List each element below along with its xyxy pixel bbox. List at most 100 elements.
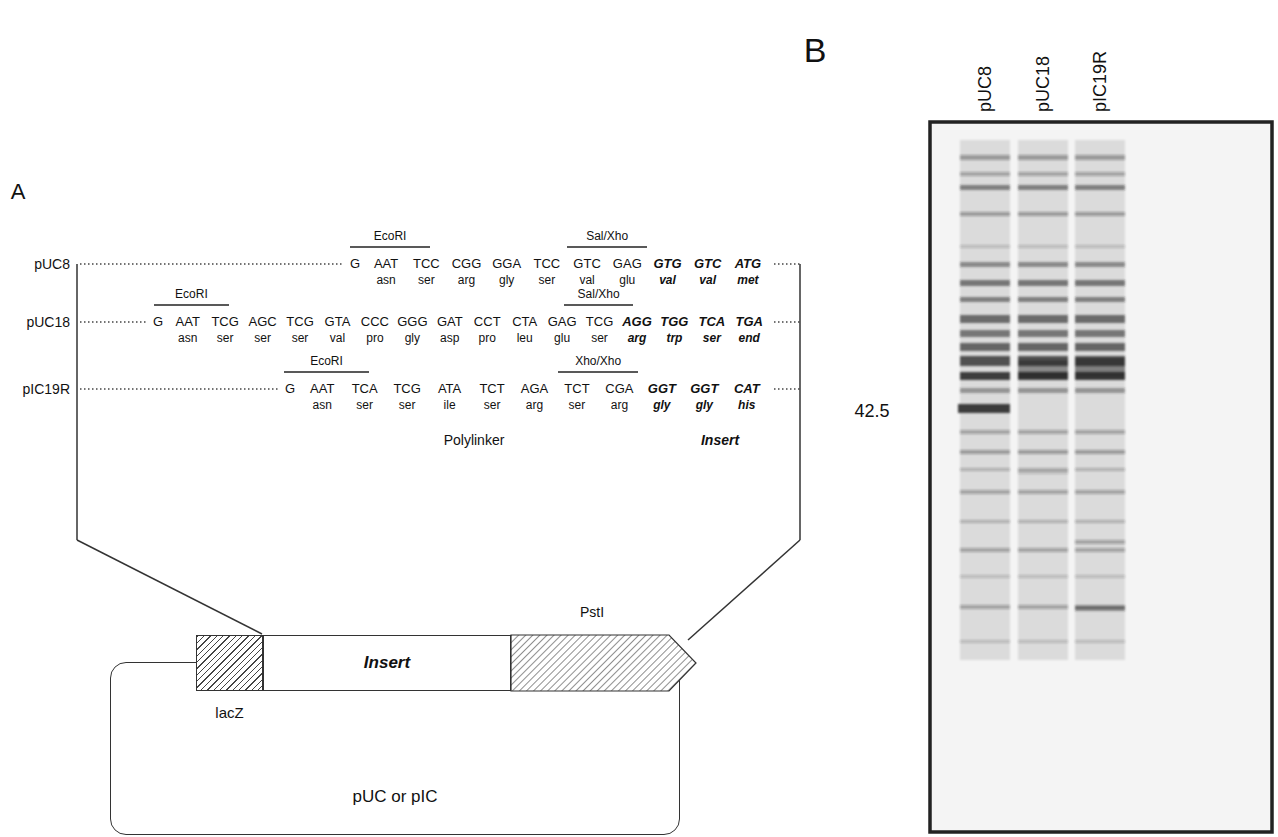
amino-acid: val [699,273,716,287]
leader-line [688,540,800,640]
codon: GTG [653,256,681,272]
codon: GAT [437,314,463,330]
codon: GGG [397,314,427,330]
amino-acid: gly [653,398,670,412]
site-bar [567,246,647,247]
codon: CCT [474,314,501,330]
codon: TCC [534,256,561,272]
restriction-site: EcoRI [175,287,208,301]
codon: AAT [176,314,200,330]
restriction-site: Sal/Xho [586,229,628,243]
gel-band [1075,140,1125,660]
amino-acid: ser [217,331,234,345]
amino-acid: ser [292,331,309,345]
amino-acid: ser [569,398,586,412]
codon: TCT [564,381,589,397]
amino-acid: ser [703,331,721,345]
codon: GAG [548,314,577,330]
codon: GTA [325,314,351,330]
gel-band [960,140,1010,660]
amino-acid: pro [366,331,383,345]
amino-acid: ser [254,331,271,345]
site-bar [350,246,430,247]
amino-acid: arg [628,331,647,345]
node-text: Insert [364,653,410,673]
insert-segment: Insert [263,635,511,691]
gel-band [1075,358,1125,378]
region-label: Insert [701,432,739,449]
codon: TCG [586,314,613,330]
codon: ATG [735,256,761,272]
leader-line [76,264,78,540]
dotted-line [774,263,800,265]
gel-band [1018,360,1068,378]
amino-acid: met [737,273,758,287]
panel-letter: B [804,30,827,71]
leader-line [799,264,801,540]
amino-acid: val [659,273,676,287]
gel-image [930,122,1272,832]
amino-acid: gly [696,398,713,412]
codon: G [285,381,295,397]
codon: ATA [438,381,461,397]
codon: G [153,314,163,330]
restriction-site: EcoRI [374,229,407,243]
codon: GAG [613,256,642,272]
node-text: pUC or pIC [352,787,437,807]
codon: GTC [573,256,600,272]
lacz-segment: lacZ [196,635,263,691]
amino-acid: ser [539,273,556,287]
amino-acid: trp [666,331,682,345]
amino-acid: gly [405,331,420,345]
codon: TCA [698,314,725,330]
plasmid-name: pUC8 [34,256,70,273]
codon: TCA [352,381,378,397]
dotted-line [80,321,146,323]
plasmid-outline: pUC or pIClacZInsert [110,662,680,835]
codon: CTA [512,314,537,330]
codon: GGT [690,381,718,397]
size-marker: 42.5 [854,401,889,423]
amino-acid: val [330,331,345,345]
restriction-site: Xho/Xho [575,354,621,368]
codon: GTC [694,256,721,272]
amino-acid: arg [458,273,475,287]
region-label: Polylinker [444,432,505,449]
plasmid-name: pIC19R [23,381,70,398]
gel-band [1018,470,1068,474]
amino-acid: ser [356,398,373,412]
amino-acid: asn [313,398,332,412]
hatched-arrow [511,635,701,691]
hatched-arrow [511,635,696,691]
lane-label: pIC19R [1090,51,1110,112]
amino-acid: asp [440,331,459,345]
site-bar [154,247,647,372]
codon: CCC [361,314,389,330]
codon: AGG [622,314,652,330]
plasmid-name: pUC18 [26,314,70,331]
codon: TCG [393,381,420,397]
leader-line [77,264,800,640]
codon: CGG [452,256,482,272]
amino-acid: asn [376,273,395,287]
site-bar [284,371,369,372]
leader-line [77,540,262,634]
codon: GGA [492,256,521,272]
amino-acid: pro [479,331,496,345]
amino-acid: ser [399,398,416,412]
dotted-line [80,388,278,390]
amino-acid: ser [484,398,501,412]
dotted-line [80,264,800,389]
restriction-site: PstI [580,604,604,621]
amino-acid: ile [444,398,456,412]
codon: TCC [413,256,440,272]
codon: TGA [736,314,763,330]
amino-acid: ser [591,331,608,345]
gel-image [930,122,1272,832]
site-bar [558,371,638,372]
panel-letter: A [11,179,26,205]
codon: CGA [605,381,633,397]
codon: AAT [374,256,398,272]
